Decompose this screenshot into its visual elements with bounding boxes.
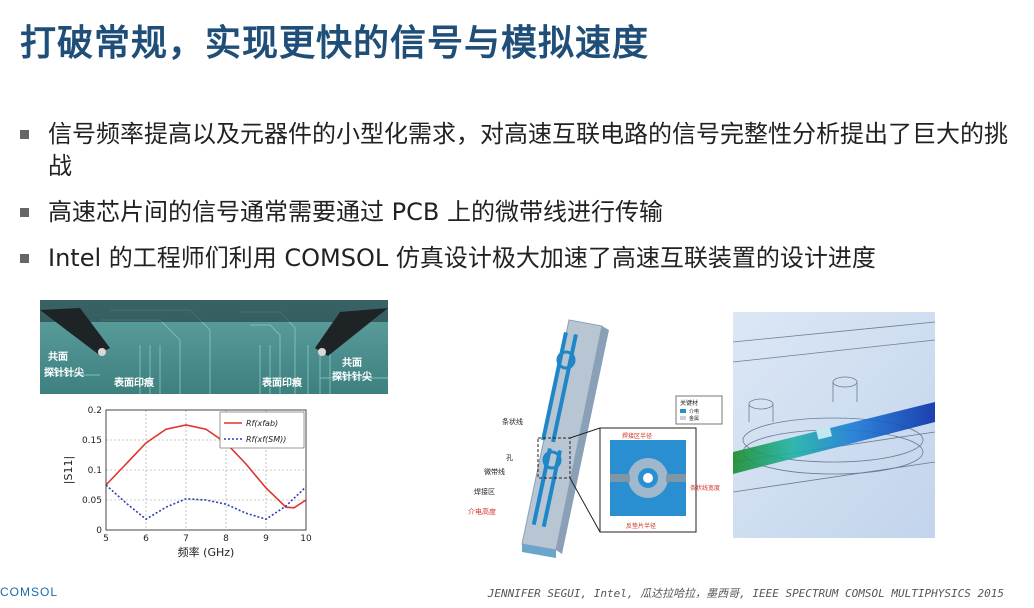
pcb-probe-photo: 共面 探针针尖 表面印痕 表面印痕 共面 探针针尖 <box>40 300 388 394</box>
s11-chart: 5 6 7 8 9 10 0 0.05 0.1 0.15 0.2 频率 (GHz) |S11| Rf… <box>62 406 312 559</box>
label-dielectric-height: 介电高度 <box>468 507 496 516</box>
legend-metal: 金属 <box>689 415 699 422</box>
chart-legend-label: Rf(xf(SM)) <box>246 435 286 444</box>
chart-x-tick-label: 7 <box>183 534 189 544</box>
bullet-text: Intel 的工程师们利用 COMSOL 仿真设计极大加速了高速互联装置的设计进… <box>48 244 876 272</box>
chart-x-axis-label: 频率 (GHz) <box>178 545 235 559</box>
chart-y-tick-label: 0.05 <box>82 496 102 506</box>
photo-label-right-probe: 探针针尖 <box>332 370 372 383</box>
chart-series-line-1 <box>105 484 307 521</box>
chart-x-tick-label: 6 <box>143 534 149 544</box>
bullet-text: 高速芯片间的信号通常需要通过 PCB 上的微带线进行传输 <box>48 198 663 226</box>
chart-y-axis-label: |S11| <box>62 456 75 484</box>
slide-title: 打破常规，实现更快的信号与模拟速度 <box>20 23 650 64</box>
photo-label-left-trace: 表面印痕 <box>113 376 155 389</box>
chart-x-tick-label: 5 <box>103 534 109 544</box>
photo-label-right-ground: 共面 <box>342 356 362 369</box>
inset-label-pad-radius: 焊接区半径 <box>622 432 652 440</box>
chart-legend-label: Rf(xfab) <box>246 419 278 428</box>
chart-x-tick-label: 9 <box>263 534 269 544</box>
chart-y-tick-label: 0.1 <box>88 466 102 476</box>
chart-legend-box <box>219 411 305 449</box>
bullet-list: 信号频率提高以及元器件的小型化需求，对高速互联电路的信号完整性分析提出了巨大的挑… <box>18 118 1018 288</box>
inset-label-stripline-width: 条状线宽度 <box>690 484 720 492</box>
photo-label-right-trace: 表面印痕 <box>261 376 303 389</box>
bullet-item: 信号频率提高以及元器件的小型化需求，对高速互联电路的信号完整性分析提出了巨大的挑… <box>18 118 1018 182</box>
chart-y-tick-label: 0 <box>96 526 102 536</box>
chart-x-tick-label: 8 <box>223 534 229 544</box>
chart-series-line-0 <box>105 424 307 509</box>
source-credit: JENNIFER SEGUI, Intel, 瓜达拉哈拉，墨西哥, IEEE S… <box>487 587 1004 600</box>
chart-x-tick-label: 10 <box>300 534 312 544</box>
bullet-item: Intel 的工程师们利用 COMSOL 仿真设计极大加速了高速互联装置的设计进… <box>18 242 1018 274</box>
photo-label-left-probe: 探针针尖 <box>44 366 84 379</box>
chart-y-tick-label: 0.2 <box>88 406 102 416</box>
bullet-marker <box>20 130 29 139</box>
legend-title: 关键材 <box>680 399 698 407</box>
microstrip-3d-diagram: 焊接区半径 条状线宽度 反垫片半径 关键材 介电 金属 条状线 孔 微带线 焊接… <box>468 319 723 558</box>
bullet-item: 高速芯片间的信号通常需要通过 PCB 上的微带线进行传输 <box>18 196 1018 228</box>
comsol-logo: COMSOL <box>0 585 59 599</box>
inset-label-antipad-radius: 反垫片半径 <box>626 522 656 530</box>
bullet-marker <box>20 254 29 263</box>
chart-legend: Rf(xfab) Rf(xf(SM)) <box>219 411 305 449</box>
photo-label-left-ground: 共面 <box>48 350 68 363</box>
label-pad: 焊接区 <box>474 487 495 496</box>
label-hole: 孔 <box>506 454 513 462</box>
label-stripline: 条状线 <box>502 417 523 426</box>
label-microstrip: 微带线 <box>484 467 505 476</box>
legend-dielectric: 介电 <box>689 408 699 415</box>
chart-frame <box>105 409 307 531</box>
bullet-text: 信号频率提高以及元器件的小型化需求，对高速互联电路的信号完整性分析提出了巨大的挑… <box>48 120 1008 180</box>
bullet-marker <box>20 208 29 217</box>
chart-y-tick-label: 0.15 <box>82 436 102 446</box>
simulation-render <box>733 312 935 538</box>
